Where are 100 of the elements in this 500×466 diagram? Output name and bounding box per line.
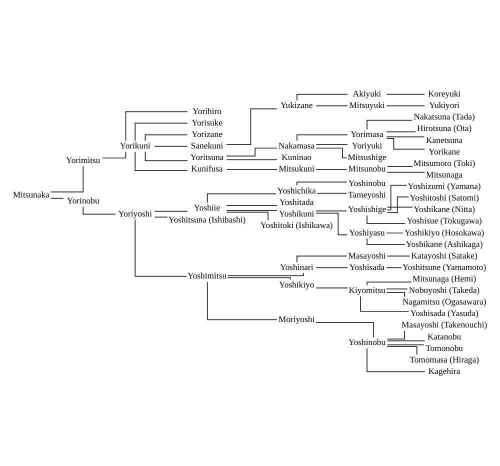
connector bbox=[50, 166, 84, 192]
connector bbox=[386, 340, 426, 342]
connector bbox=[386, 232, 404, 234]
connector bbox=[296, 256, 348, 263]
node-text: Yorizane bbox=[192, 129, 222, 139]
node-text: Koreyuki bbox=[428, 88, 461, 99]
connector bbox=[206, 282, 278, 320]
connector bbox=[154, 216, 168, 218]
node-text: Yoshichika bbox=[277, 185, 316, 196]
node-text: Yoshikiyo bbox=[278, 279, 314, 290]
node-text: Yoshikane (Ashikaga) bbox=[406, 238, 483, 249]
node-text: Yorinobu bbox=[66, 195, 100, 206]
node-text: Tomomasa (Hiraga) bbox=[410, 354, 479, 364]
connector bbox=[226, 169, 278, 170]
connector bbox=[125, 111, 188, 142]
connector bbox=[366, 238, 405, 245]
connector bbox=[296, 94, 348, 101]
connector bbox=[227, 277, 291, 280]
connector bbox=[50, 198, 64, 199]
node-text: Mitsunaga bbox=[426, 169, 463, 180]
connector bbox=[366, 348, 426, 372]
connector bbox=[366, 215, 406, 224]
node-text: Sanekuni bbox=[190, 140, 224, 151]
node-text: Nobuyoshi (Takeda) bbox=[408, 285, 480, 296]
connector bbox=[134, 122, 188, 142]
node-text: Yoshinobu bbox=[348, 178, 386, 188]
node-text: Yorikuni bbox=[120, 140, 150, 151]
node-text: Yoshikiyo (Hosokawa) bbox=[404, 227, 484, 238]
connector bbox=[386, 330, 406, 340]
connector bbox=[134, 152, 188, 171]
connector bbox=[316, 212, 348, 236]
connector bbox=[102, 151, 126, 158]
node-text: Yoshisada (Yasuda) bbox=[410, 308, 478, 318]
connector bbox=[386, 344, 424, 346]
node-text: Mitsushige bbox=[348, 152, 386, 162]
connector bbox=[226, 210, 278, 211]
node-text: Yoshisada bbox=[349, 262, 385, 272]
connector bbox=[226, 108, 278, 145]
node-text: Kagehira bbox=[428, 366, 460, 376]
node-text: Kanetsuna bbox=[426, 134, 463, 145]
connector bbox=[316, 169, 348, 170]
node-text: Yoriyoshi bbox=[118, 208, 152, 218]
connector bbox=[316, 267, 348, 268]
node-text: Yoshitsune (Yamamoto) bbox=[402, 262, 486, 272]
node-text: Yoshitoki (Ishikawa) bbox=[260, 220, 333, 230]
node-text: Yoshikane (Nitta) bbox=[414, 204, 476, 214]
node-text: Mitsunaga (Hemi) bbox=[412, 273, 476, 284]
connector bbox=[316, 148, 348, 158]
node-text: Yoshitada bbox=[279, 196, 314, 207]
connector bbox=[366, 282, 412, 286]
connector bbox=[316, 287, 348, 288]
connector bbox=[386, 346, 418, 356]
node-text: Yoshikuni bbox=[278, 208, 314, 218]
connector bbox=[82, 206, 116, 215]
connector bbox=[386, 136, 425, 138]
node-text: Yoriyuki bbox=[352, 140, 382, 151]
node-text: Yukiyori bbox=[429, 100, 460, 110]
node-text: Moriyoshi bbox=[278, 314, 315, 324]
node-text: Yoshishige bbox=[348, 204, 386, 214]
node-text: Katayoshi (Satake) bbox=[411, 250, 478, 260]
node-text: Yorimitsu bbox=[66, 155, 100, 166]
node-text: Yorisuke bbox=[192, 117, 222, 128]
connector bbox=[316, 192, 348, 194]
node-text: Yoshinari bbox=[280, 262, 314, 272]
connector bbox=[226, 205, 278, 206]
connector bbox=[296, 134, 348, 142]
connector bbox=[206, 193, 276, 204]
node-text: Nagamitsu (Ogasawara) bbox=[402, 296, 486, 307]
node-text: Kunifusa bbox=[191, 164, 223, 174]
node-text: Yoshitsuna (Ishibashi) bbox=[168, 214, 246, 224]
node-text: Yoshisue (Tokugawa) bbox=[406, 216, 482, 226]
connector bbox=[386, 131, 416, 132]
connector bbox=[366, 120, 412, 130]
connector bbox=[360, 296, 410, 312]
connector bbox=[316, 105, 348, 106]
node-text: Yukizane bbox=[280, 100, 313, 110]
connector bbox=[226, 148, 278, 156]
connector bbox=[316, 322, 374, 338]
node-text: Tameyoshi bbox=[348, 190, 386, 200]
connector bbox=[144, 151, 188, 162]
node-text: Yoshinobu bbox=[348, 337, 386, 348]
node-text: Yoshizumi (Yamana) bbox=[408, 181, 481, 192]
connector bbox=[386, 94, 425, 95]
connector bbox=[227, 272, 304, 276]
node-text: Mitsumoto (Toki) bbox=[413, 158, 476, 168]
node-text: Mitsuyuki bbox=[349, 100, 385, 110]
connector bbox=[386, 105, 425, 106]
connector bbox=[316, 210, 348, 212]
node-text: Yoshitoshi (Satomi) bbox=[410, 192, 479, 203]
connector bbox=[134, 219, 187, 277]
node-text: Masayoshi bbox=[348, 250, 386, 260]
node-text: Kuninao bbox=[282, 152, 312, 162]
node-text: Yorimasa bbox=[350, 129, 384, 139]
connector bbox=[154, 146, 188, 147]
connector bbox=[387, 196, 410, 214]
node-text: Yorikane bbox=[428, 146, 460, 156]
node-text: Nakatsuna (Tada) bbox=[414, 112, 475, 122]
connector bbox=[386, 206, 413, 208]
connector bbox=[386, 256, 410, 257]
node-text: Yoshimitsu bbox=[187, 270, 227, 281]
